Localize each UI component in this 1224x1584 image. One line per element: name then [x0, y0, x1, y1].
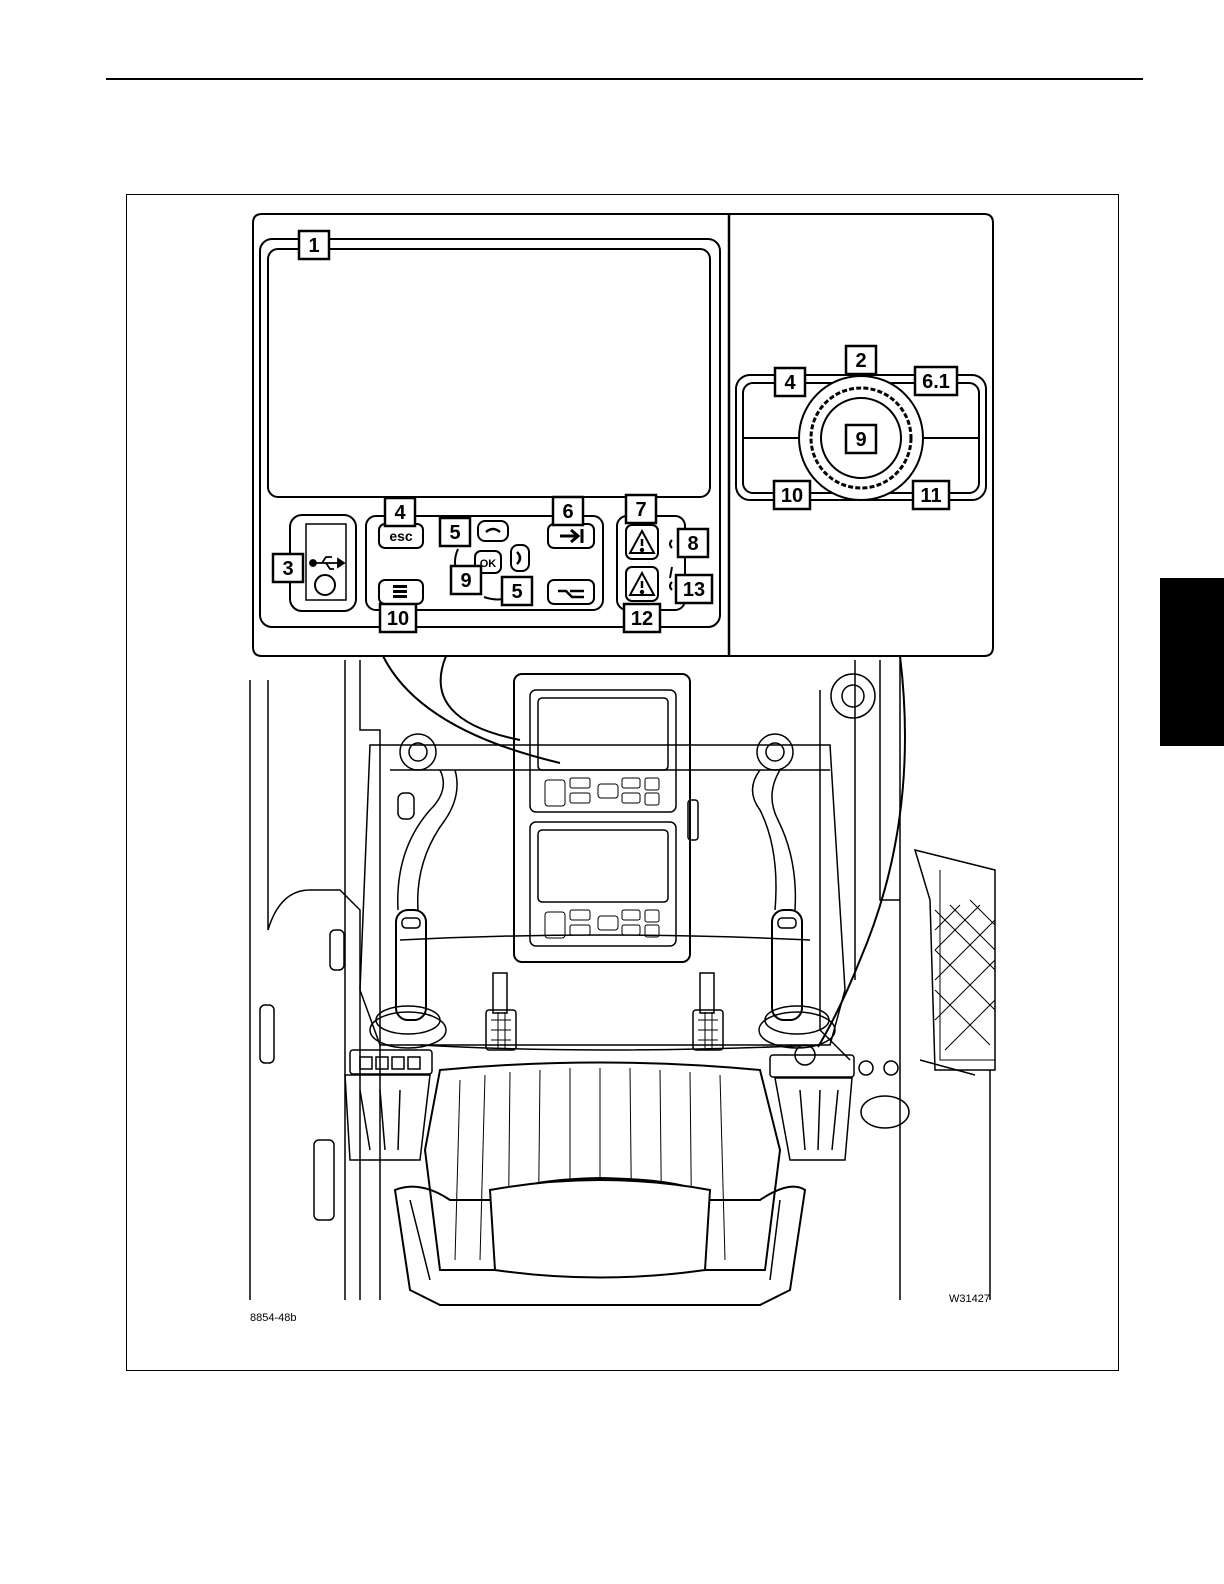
rotary-key-bottom-right[interactable] [923, 444, 973, 486]
callout-8: 8 [678, 529, 708, 557]
callout-1: 1 [299, 231, 329, 259]
display-panel-zoom: esc OK [253, 214, 993, 656]
usb-icon [310, 557, 344, 569]
indicator-led-bottom [670, 582, 672, 590]
callout-12: 12 [624, 604, 660, 632]
up-arrow-icon [486, 529, 500, 532]
svg-text:6: 6 [562, 501, 573, 523]
callout-10-left: 10 [380, 604, 416, 632]
callout-9-right: 9 [846, 425, 876, 453]
tab-arrow-icon [560, 529, 582, 543]
rotary-key-bottom-left[interactable] [749, 444, 799, 486]
callout-5-bottom: 5 [502, 577, 532, 605]
menu-icon [393, 585, 407, 598]
warning-key-top[interactable] [626, 525, 658, 559]
svg-text:12: 12 [631, 608, 653, 630]
figure-id-left: 8854-48b [250, 1312, 297, 1324]
svg-text:6.1: 6.1 [922, 371, 950, 393]
callout-6-1: 6.1 [915, 367, 957, 395]
svg-text:1: 1 [308, 235, 319, 257]
esc-key-label: esc [389, 528, 413, 544]
callout-5-top: 5 [440, 518, 470, 546]
svg-text:5: 5 [449, 522, 460, 544]
svg-text:3: 3 [282, 558, 293, 580]
display-unit [514, 674, 690, 962]
svg-text:10: 10 [387, 608, 409, 630]
esc-key[interactable]: esc [379, 524, 423, 548]
svg-text:5: 5 [511, 581, 522, 603]
up-key[interactable] [478, 521, 508, 541]
callout-4-left: 4 [385, 498, 415, 526]
svg-text:2: 2 [855, 350, 866, 372]
callout-6: 6 [553, 497, 583, 525]
cab-interior [250, 656, 995, 1305]
rotary-key-top-right[interactable] [923, 390, 973, 432]
figure-id-right: W31427 [949, 1293, 990, 1305]
svg-text:8: 8 [687, 533, 698, 555]
callout-11: 11 [913, 481, 949, 509]
callouts: 1 2 3 4 4 5 5 6 6.1 7 8 9 9 10 10 11 12 … [273, 231, 957, 632]
right-key[interactable] [511, 545, 529, 571]
indicator-mark [670, 567, 672, 578]
callout-2: 2 [846, 346, 876, 374]
svg-text:4: 4 [394, 502, 406, 524]
callout-7: 7 [626, 495, 656, 523]
callout-13: 13 [676, 575, 712, 603]
right-arrow-icon [517, 552, 520, 564]
warning-key-bottom[interactable] [626, 567, 658, 601]
svg-text:11: 11 [920, 485, 941, 507]
indicator-led-top [670, 540, 672, 548]
svg-text:9: 9 [855, 429, 866, 451]
svg-text:9: 9 [460, 570, 471, 592]
svg-text:4: 4 [784, 372, 796, 394]
callout-3: 3 [273, 554, 303, 582]
callout-10-right: 10 [774, 481, 810, 509]
callout-9-left: 9 [451, 566, 481, 594]
svg-text:10: 10 [781, 485, 803, 507]
svg-text:13: 13 [683, 579, 705, 601]
callout-4-right: 4 [775, 368, 805, 396]
switch-icon [558, 591, 584, 597]
svg-text:7: 7 [635, 499, 646, 521]
